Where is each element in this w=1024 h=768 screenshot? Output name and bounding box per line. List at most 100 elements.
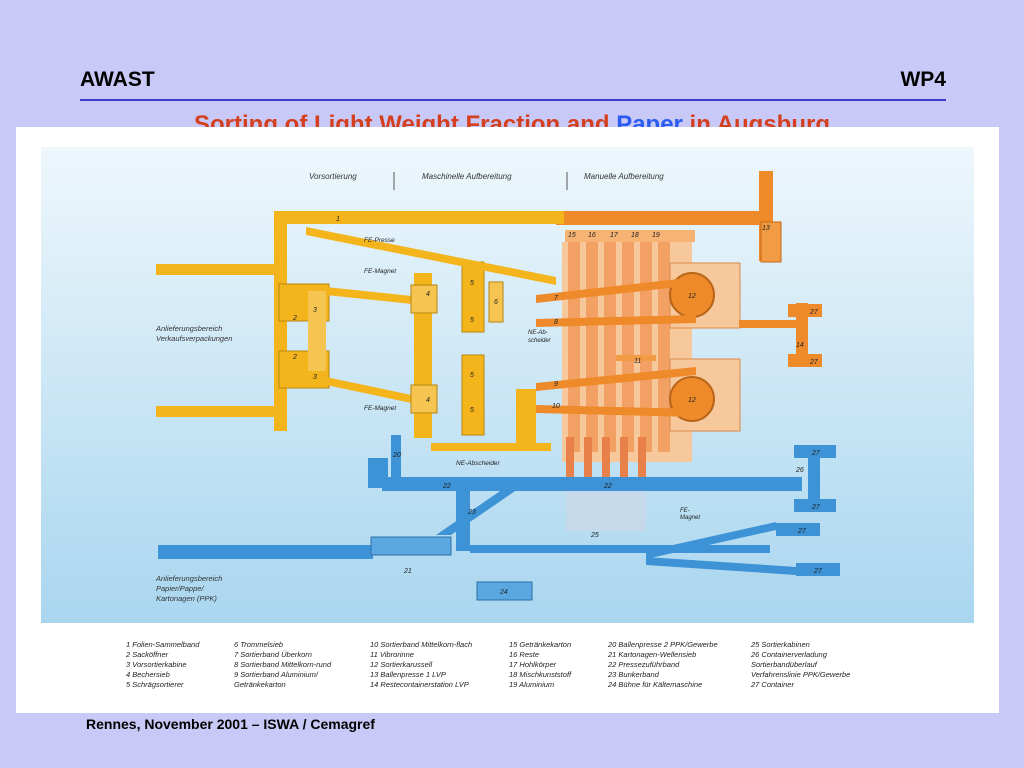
baling-press-20 [391,435,401,485]
container-27-blue-c [776,523,820,536]
legend-col2-item: 6 Trommelsieb [234,640,283,649]
legend-col3-item: 13 Ballenpresse 1 LVP [370,670,446,679]
container-station-14 [796,303,808,363]
legend-col2-item: 9 Sortierband Aluminium/ [234,670,319,679]
label-ne-abscheider-low: NE-Abscheider [456,460,501,467]
label-fe-magnet-blue-1: FE- [680,508,690,514]
num-7: 7 [554,295,559,302]
cup-screen-4-lower [410,384,438,414]
header-divider [80,99,946,101]
legend-col1-item: 2 Sacköffner [125,650,169,659]
yellow-downfeed [516,389,536,449]
legend-col2-item: Getränkekarton [234,680,286,689]
label-fe-magnet-top: FE-Magnet [364,268,397,275]
num-12-top: 12 [688,293,696,300]
orange-top-conveyor [556,211,768,225]
num-27-blue-c: 27 [797,528,807,535]
num-9: 9 [554,381,558,388]
baling-press-13 [760,221,782,263]
legend-col4-item: 18 Mischkunststoff [509,670,572,679]
legend-col4-item: 15 Getränkekarton [509,640,571,649]
legend-col2-item: 8 Sortierband Mittelkorn-rund [234,660,332,669]
num-8: 8 [554,319,558,326]
label-fe-presse: FE-Presse [364,237,395,244]
num-24: 24 [499,589,508,596]
legend-col6-item: 26 Containerverladung [750,650,828,659]
num-4-upper: 4 [426,291,430,298]
conveyor-1 [274,211,564,224]
num-17: 17 [610,232,619,239]
header-left-label: AWAST [80,68,155,91]
vibrating-trough-11 [616,355,656,361]
num-10: 10 [552,403,560,410]
lvp-line [156,211,564,451]
drop-tubes [566,437,646,477]
num-27-orange-a: 27 [809,309,819,316]
container-27-orange-a [788,304,822,317]
container-27-orange-b [788,354,822,367]
footer-credit: Rennes, November 2001 – ISWA / Cemagref [86,716,375,732]
num-16: 16 [588,232,596,239]
legend-col1-item: 4 Bechersieb [126,670,170,679]
container-27-blue-b [794,499,836,512]
legend-col3-item: 11 Vibrorinne [370,650,414,659]
yellow-diagonal [306,227,556,285]
conveyor-10 [536,405,696,417]
num-26: 26 [795,467,804,474]
diagram-background [41,147,974,623]
legend-col6-item: 25 Sortierkabinen [750,640,810,649]
container-27-blue-a [794,445,836,458]
num-22-right: 22 [603,483,612,490]
section-maschinelle: Maschinelle Aufbereitung [422,172,512,181]
num-27-blue-d: 27 [813,568,823,575]
legend-col4-item: 19 Aluminium [509,680,554,689]
label-fe-magnet-blue-2: Magnet [680,515,700,521]
num-2-lower: 2 [292,354,297,361]
cup-screen-4-upper [410,284,438,314]
num-19: 19 [652,232,660,239]
legend-col4-item: 17 Hohlkörper [509,660,557,669]
num-27-orange-b: 27 [809,359,819,366]
legend-col3-item: 10 Sortierband Mittelkorn-flach [370,640,472,649]
ppk-input-label-2: Papier/Pappe/ [156,584,204,593]
legend-col4-item: 16 Reste [509,650,539,659]
section-manuelle: Manuelle Aufbereitung [584,172,664,181]
section-vorsortierung: Vorsortierung [309,172,357,181]
num-15: 15 [568,232,576,239]
num-20: 20 [392,452,401,459]
legend-col1-item: 1 Folien-Sammelband [126,640,200,649]
container-loading-26 [808,458,820,502]
legend-col6-item: Verfahrenslinie PPK/Gewerbe [751,670,850,679]
ppk-input-belt [158,545,373,559]
num-12-bottom: 12 [688,397,696,404]
legend-col1-item: 5 Schrägsortierer [126,680,184,689]
num-14: 14 [796,342,804,349]
label-ne-abscheider-2: scheider [528,338,552,344]
num-5-c: 5 [470,372,474,379]
cabin-header [565,230,695,242]
lvp-input-lower [156,406,286,417]
legend-col6-item: Sortierbandüberlauf [751,660,818,669]
legend-col5-item: 22 Pressezuführband [607,660,680,669]
blue-lower-belt [470,545,770,553]
header-right-label: WP4 [900,68,946,91]
num-21: 21 [403,568,412,575]
conveyor-8 [536,315,696,327]
num-3-upper: 3 [313,307,317,314]
incline-sorter-5-b [461,354,485,436]
num-5-b: 5 [470,317,474,324]
blue-diagonal-upper [646,522,776,559]
legend-col5-item: 24 Bühne für Kältemaschine [607,680,702,689]
drum-screen-6 [488,281,504,323]
legend-col6-item: 27 Container [750,680,794,689]
sort-cabins-25 [566,491,646,531]
yellow-feed-upper [326,287,421,305]
legend-col2-item: 7 Sortierband Überkorn [234,650,312,659]
num-4-lower: 4 [426,397,430,404]
process-diagram-panel: Vorsortierung Maschinelle Aufbereitung M… [16,127,999,713]
ppk-input-label-3: Kartonagen (PPK) [156,594,217,603]
legend-col3-item: 12 Sortierkarussell [370,660,432,669]
num-3-lower: 3 [313,374,317,381]
num-5-d: 5 [470,407,474,414]
legend-col5-item: 20 Ballenpresse 2 PPK/Gewerbe [607,640,718,649]
